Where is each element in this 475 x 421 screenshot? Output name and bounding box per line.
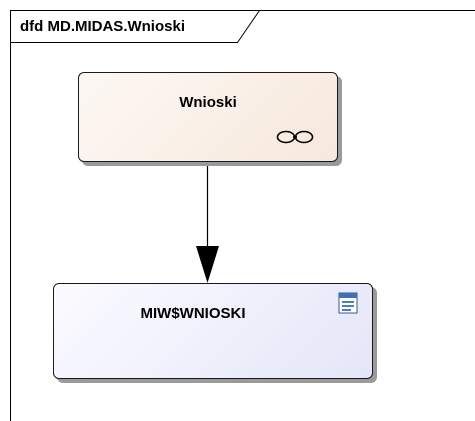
data-store-node-miw-wnioski[interactable]: MIW$WNIOSKI	[53, 283, 373, 379]
frame-title-tab	[10, 10, 260, 43]
frame-title: dfd MD.MIDAS.Wnioski	[20, 18, 185, 35]
data-store-node-label: MIW$WNIOSKI	[140, 305, 246, 322]
process-node-wnioski[interactable]: Wnioski	[78, 72, 338, 162]
link-icon	[276, 130, 314, 144]
frame-border	[10, 10, 475, 421]
table-icon	[338, 292, 358, 314]
process-node-label: Wnioski	[179, 94, 237, 111]
data-flow-arrowhead	[196, 246, 219, 283]
